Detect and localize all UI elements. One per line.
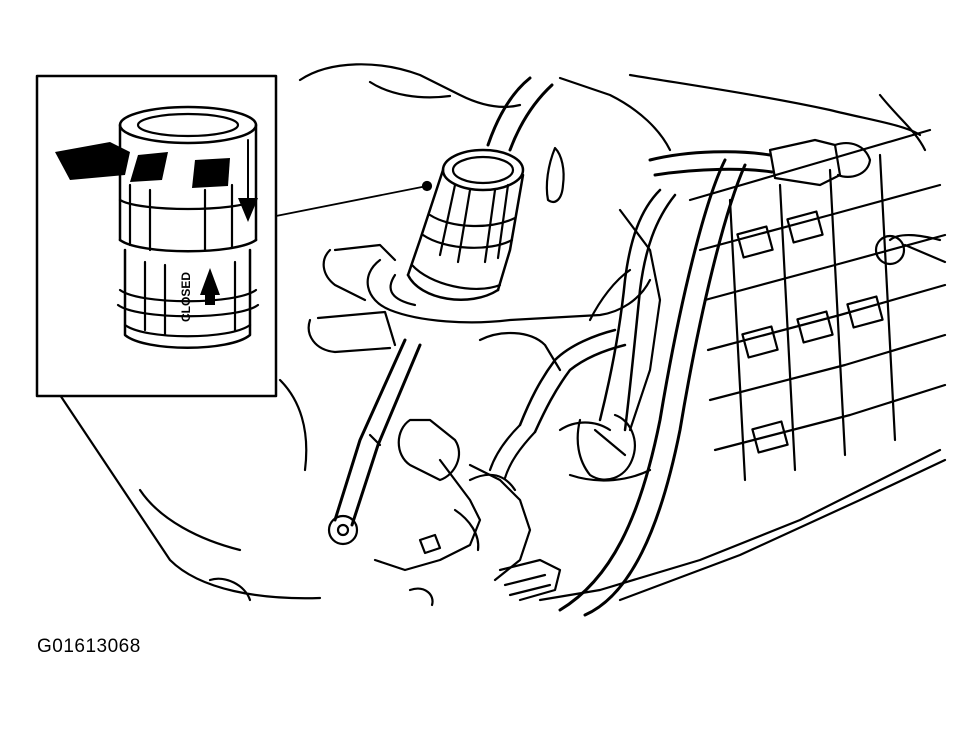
- insertion-arrow-icon: [192, 158, 230, 188]
- wiring-harness: [488, 188, 677, 481]
- engine-bay-outlines: [58, 63, 947, 602]
- arrow-down-icon: [238, 139, 258, 222]
- callout-leader-line: [275, 185, 428, 217]
- closed-position-label: CLOSED: [179, 272, 193, 322]
- lower-pump-assembly: [327, 338, 562, 607]
- fuel-filter: [406, 148, 525, 302]
- fuel-lines: [558, 138, 947, 617]
- heat-shield-grating: [688, 128, 947, 482]
- arrow-up-icon: [200, 268, 220, 305]
- insertion-arrow-icon: [130, 152, 168, 182]
- figure-id-label: G01613068: [37, 636, 141, 657]
- vertical-pipe: [486, 76, 565, 203]
- mounting-bracket: [307, 243, 652, 372]
- inset-detail-box: CLOSED: [35, 74, 278, 398]
- insertion-arrow-icon: [55, 142, 130, 180]
